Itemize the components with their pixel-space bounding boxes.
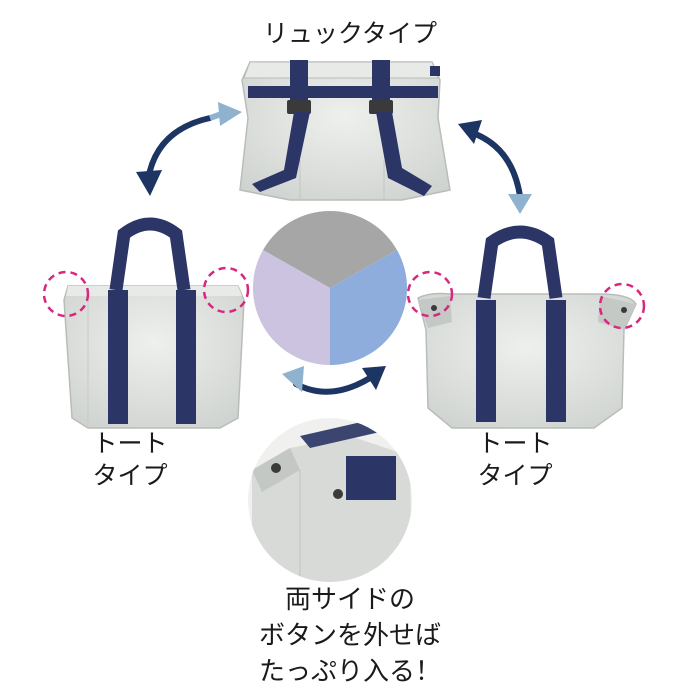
side-button-detail-image [248, 418, 412, 582]
label-side-buttons-line2: ボタンを外せば [258, 621, 441, 651]
tote-bag-right-image [417, 225, 637, 429]
label-tote-right-line2: タイプ [477, 461, 553, 490]
cycle-arrow-bottom [282, 366, 386, 395]
label-side-buttons-line1: 両サイドの [284, 585, 415, 615]
label-side-buttons-line3: たっぷり入る！ [258, 657, 441, 687]
highlight-circle-left-2 [202, 266, 250, 314]
label-tote-right-line1: トート [477, 429, 553, 458]
highlight-circle-right-1 [406, 270, 454, 318]
cycle-arrow-top-right [458, 120, 532, 214]
label-tote-right: トート タイプ [455, 428, 575, 492]
label-tote-left-line2: タイプ [92, 461, 168, 490]
label-backpack-type: リュックタイプ [200, 18, 500, 50]
label-tote-left: トート タイプ [70, 428, 190, 492]
highlight-circle-right-2 [598, 282, 646, 330]
label-side-buttons: 両サイドの ボタンを外せば たっぷり入る！ [180, 582, 520, 690]
cycle-arrow-top-left [136, 102, 242, 196]
highlight-circle-left-1 [42, 270, 90, 318]
tote-bag-left-image [63, 217, 245, 429]
label-tote-left-line1: トート [92, 429, 168, 458]
label-backpack-text: リュックタイプ [262, 19, 437, 48]
backpack-bag-image [239, 60, 451, 201]
color-wheel [252, 210, 408, 365]
